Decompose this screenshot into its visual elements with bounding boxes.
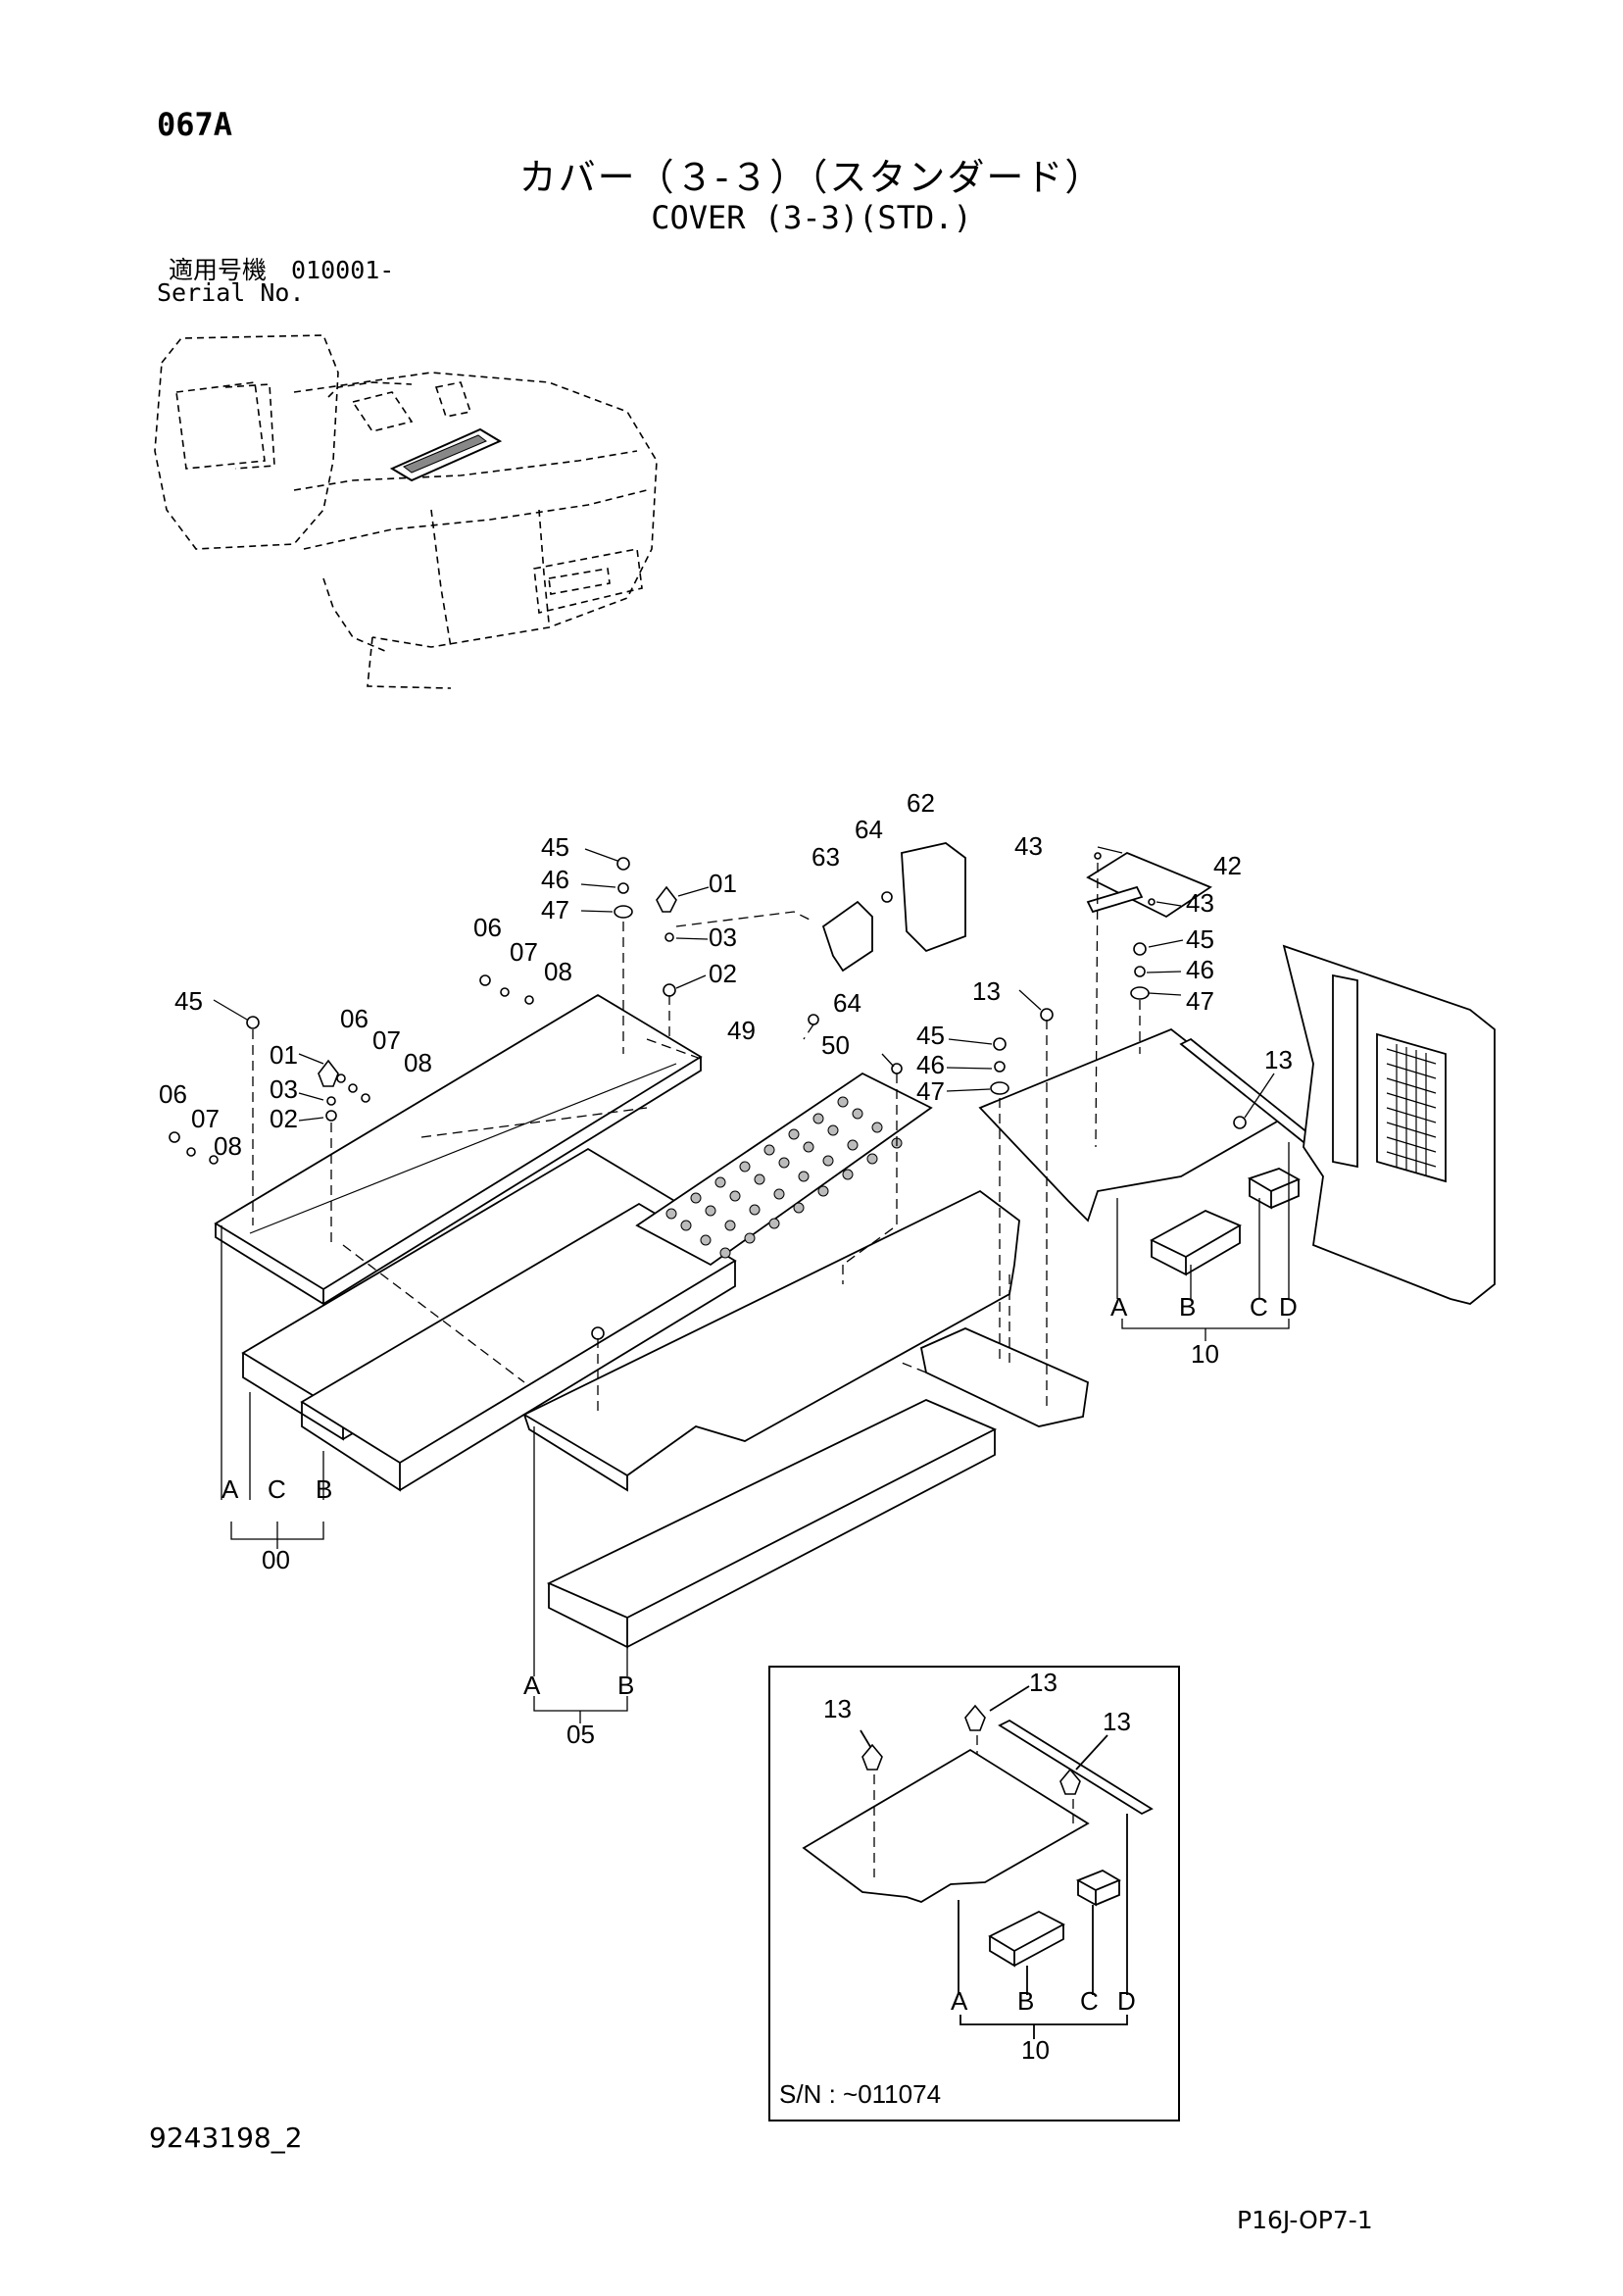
- leader-lines: [213, 846, 1290, 1723]
- callout: 46: [916, 1050, 945, 1079]
- perforation-holes: [665, 1096, 903, 1259]
- callout: 45: [174, 986, 203, 1016]
- inset-callout: A: [951, 1986, 968, 2016]
- radiator-cover-highlight: [389, 427, 503, 482]
- callout: 45: [1186, 924, 1214, 954]
- sheet-code: P16J-OP7-1: [1237, 2206, 1373, 2234]
- callout: 02: [270, 1104, 298, 1133]
- callout: 00: [262, 1545, 290, 1574]
- exploded-view: [214, 842, 1496, 1649]
- callout: B: [617, 1671, 634, 1700]
- callout: 01: [270, 1040, 298, 1070]
- serial-label-english: Serial No.: [157, 278, 305, 307]
- callout: 08: [404, 1048, 432, 1077]
- side-panel-grille: [1386, 1044, 1437, 1175]
- callout: 07: [510, 937, 538, 967]
- callout: 06: [340, 1004, 369, 1033]
- callout: 03: [709, 923, 737, 952]
- callout: 43: [1186, 888, 1214, 918]
- callout: 03: [270, 1074, 298, 1104]
- callout: 47: [541, 895, 569, 924]
- dashed-alignment-lines: [252, 862, 1141, 1412]
- fasteners: [169, 852, 1247, 1340]
- callout: 42: [1213, 851, 1242, 880]
- inset-callout: B: [1017, 1986, 1034, 2016]
- callout: 07: [372, 1025, 401, 1055]
- callout: 64: [833, 988, 861, 1018]
- callout: 43: [1014, 831, 1043, 861]
- callout: A: [1110, 1292, 1128, 1322]
- inset-variant-box: 13 13 13 A B C D 10 S/N : ~011074: [768, 1666, 1180, 2121]
- callout: 49: [727, 1016, 756, 1045]
- callout: A: [221, 1474, 239, 1504]
- callout: C: [268, 1474, 286, 1504]
- callout: 50: [821, 1030, 850, 1060]
- callout: 62: [907, 788, 935, 818]
- inset-callout: D: [1117, 1986, 1136, 2016]
- callout-labels: 45 46 47 01 03 02 06 07 08 45 06 07 08 0…: [159, 788, 1298, 1749]
- callout: 06: [473, 913, 502, 942]
- callout: 08: [544, 957, 572, 986]
- callout: 05: [566, 1720, 595, 1749]
- callout: 13: [972, 976, 1001, 1006]
- callout: 10: [1191, 1339, 1219, 1369]
- callout: B: [1179, 1292, 1196, 1322]
- inset-serial-range: S/N : ~011074: [779, 2079, 941, 2109]
- inset-callout: 13: [823, 1694, 852, 1723]
- page-title-japanese: カバー（３-３）（スタンダード）: [518, 156, 1105, 199]
- page-title-english: COVER (3-3)(STD.): [651, 199, 972, 236]
- callout: 08: [214, 1131, 242, 1161]
- callout: A: [523, 1671, 541, 1700]
- callout: 47: [1186, 986, 1214, 1016]
- inset-callout: 13: [1029, 1668, 1057, 1697]
- callout: 63: [812, 842, 840, 872]
- callout: 45: [541, 832, 569, 862]
- callout: 47: [916, 1076, 945, 1106]
- callout: B: [316, 1474, 332, 1504]
- callout: 06: [159, 1079, 187, 1109]
- callout: 46: [1186, 955, 1214, 984]
- callout: 01: [709, 869, 737, 898]
- machine-locator-sketch: [154, 334, 658, 689]
- serial-label-japanese: 適用号機 010001-: [169, 256, 395, 284]
- page-code: 067A: [157, 106, 233, 143]
- callout: 07: [191, 1104, 220, 1133]
- inset-callout: 10: [1021, 2035, 1050, 2065]
- callout: 64: [855, 815, 883, 844]
- inset-callout: C: [1080, 1986, 1099, 2016]
- drawing-number: 9243198_2: [149, 2121, 303, 2154]
- callout: D: [1279, 1292, 1298, 1322]
- callout: C: [1250, 1292, 1268, 1322]
- callout: 13: [1264, 1045, 1293, 1074]
- callout: 02: [709, 959, 737, 988]
- callout: 46: [541, 865, 569, 894]
- callout: 45: [916, 1021, 945, 1050]
- inset-callout: 13: [1103, 1707, 1131, 1736]
